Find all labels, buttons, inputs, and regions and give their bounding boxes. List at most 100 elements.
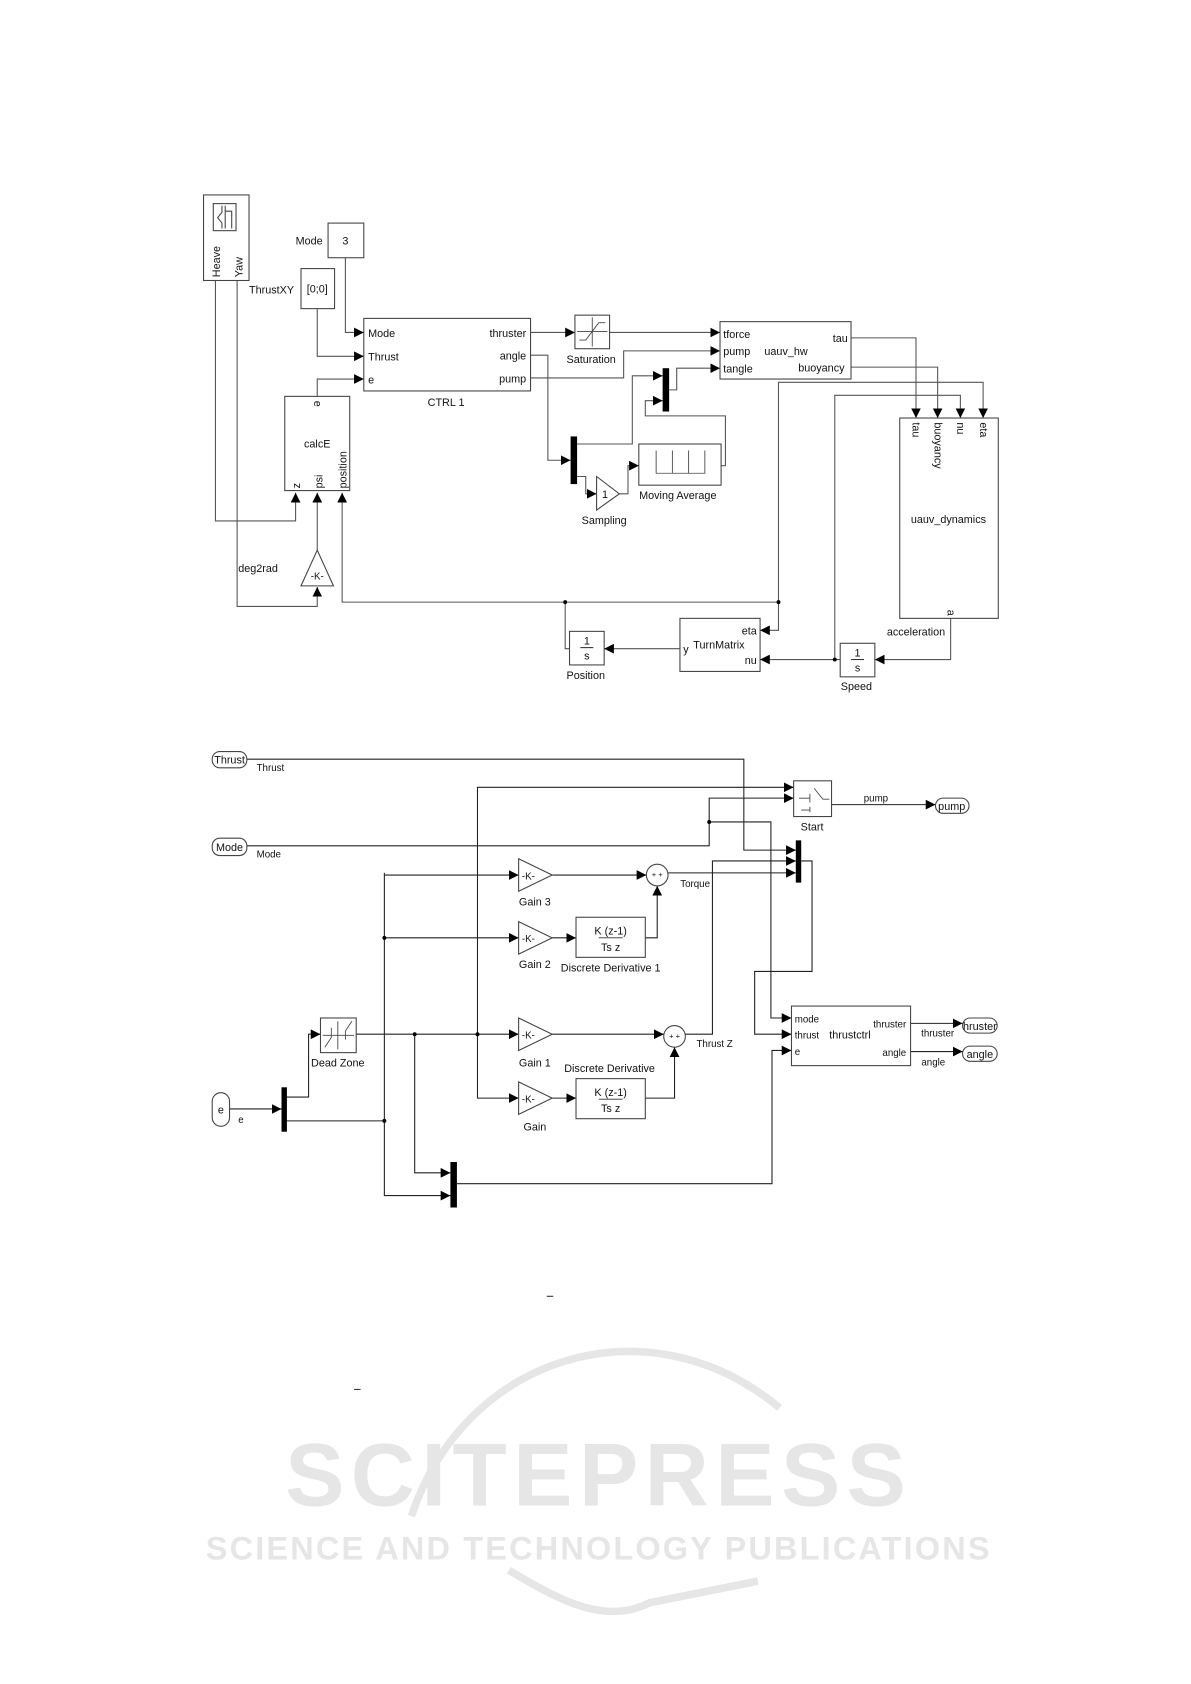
outport-angle[interactable]: angle <box>962 1045 998 1062</box>
switch-icon <box>799 788 830 813</box>
gain1-value: -K- <box>522 1031 535 1042</box>
signal-thrust-label: Thrust <box>257 763 285 774</box>
junction <box>832 657 837 662</box>
port-nu: nu <box>745 655 757 667</box>
thrustctrl-block[interactable]: mode thrust e thrustctrl thruster angle <box>790 1005 912 1067</box>
position-num: 1 <box>584 635 590 647</box>
outport-pump-name: pump <box>938 801 965 813</box>
wire-mode-ctrl <box>709 821 792 1023</box>
wire-ma-in <box>619 460 639 495</box>
position-integrator-block[interactable]: 1 s <box>568 630 605 666</box>
angle-signal-label: angle <box>921 1058 945 1069</box>
gain-block[interactable]: -K- <box>518 1081 554 1116</box>
deg2rad-gain-value: -K- <box>311 571 324 582</box>
mux-block[interactable] <box>662 368 670 412</box>
mode-const-label: Mode <box>296 236 323 248</box>
sampling-gain-block[interactable]: 1 <box>596 475 621 512</box>
port-psi: psi <box>314 475 326 489</box>
uauv-hw-name: uauv_hw <box>764 346 807 358</box>
sampling-gain-value: 1 <box>602 489 608 501</box>
gain-value: -K- <box>522 1094 535 1105</box>
port-z: z <box>291 483 303 488</box>
dd1-label: Discrete Derivative 1 <box>561 962 661 974</box>
wire-tau <box>851 337 921 419</box>
mux-block[interactable] <box>570 436 578 485</box>
wire-sampling-in <box>577 475 597 499</box>
dd1-num: K (z-1) <box>594 926 626 938</box>
inport-e[interactable]: e <box>211 1092 231 1127</box>
port-heave: Heave <box>211 246 223 277</box>
signal-mode-label: Mode <box>257 850 281 861</box>
wire-start-in1 <box>476 782 794 1035</box>
watermark-logo-arc <box>407 1347 782 1518</box>
wire-bus-low <box>383 872 451 1201</box>
ctrl1-block[interactable]: Mode Thrust e thruster angle pump <box>363 317 532 392</box>
thrustxy-const-value: [0;0] <box>307 283 328 295</box>
dd-label: Discrete Derivative <box>564 1063 655 1075</box>
uauv-dynamics-block[interactable]: tau buoyancy nu eta uauv_dynamics a <box>899 417 999 619</box>
port-yaw: Yaw <box>234 257 246 277</box>
gain1-label: Gain 1 <box>519 1058 551 1070</box>
calce-block[interactable]: e calcE z psi position <box>284 395 351 492</box>
gain2-block[interactable]: -K- <box>518 920 554 955</box>
mux-block[interactable] <box>450 1162 457 1208</box>
moving-average-block[interactable] <box>638 443 722 486</box>
signal-builder-icon <box>212 203 237 232</box>
wire-gain-in <box>476 1034 519 1103</box>
mux-block[interactable] <box>795 840 802 883</box>
buffer-icon <box>655 450 706 474</box>
mode-const-value: 3 <box>342 236 348 248</box>
junction <box>475 1032 480 1037</box>
outport-pump[interactable]: pump <box>934 797 970 814</box>
port-tangle: tangle <box>723 364 752 376</box>
watermark-logo-swoosh <box>506 1567 759 1616</box>
wire-bus-high <box>414 1034 451 1178</box>
saturation-icon <box>577 317 608 347</box>
dead-zone-icon <box>322 1020 355 1050</box>
port-a: a <box>944 610 956 617</box>
saturation-label: Saturation <box>567 354 616 366</box>
saturation-block[interactable] <box>574 314 611 350</box>
outport-thruster[interactable]: hruster <box>962 1017 998 1034</box>
sum-thrustz-signs: + + <box>669 1032 681 1041</box>
turnmatrix-block[interactable]: eta nu y TurnMatrix <box>679 617 761 672</box>
port-thrust: Thrust <box>368 352 399 364</box>
gain3-block[interactable]: -K- <box>518 857 554 893</box>
acceleration-signal-label: acceleration <box>887 627 945 639</box>
uauv-dynamics-name: uauv_dynamics <box>911 514 987 526</box>
speed-integrator-block[interactable]: 1 s <box>839 642 876 678</box>
thrustxy-const-label: ThrustXY <box>249 284 294 296</box>
port-pump: pump <box>499 373 526 385</box>
start-switch-label: Start <box>801 822 824 834</box>
port-angle: angle <box>882 1048 906 1059</box>
watermark-subtitle: SCIENCE AND TECHNOLOGY PUBLICATIONS <box>206 1530 992 1566</box>
signal-builder-block[interactable]: Heave Yaw <box>203 194 250 282</box>
discrete-derivative-1-block[interactable]: K (z-1) Ts z <box>575 916 646 958</box>
position-den: s <box>584 651 590 663</box>
port-pump: pump <box>723 346 750 358</box>
demux-block[interactable] <box>281 1087 287 1132</box>
position-label: Position <box>567 670 605 682</box>
sum-torque-block[interactable]: + + <box>645 863 669 887</box>
uauv-hw-block[interactable]: tforce pump tangle uauv_hw tau buoyancy <box>719 321 852 380</box>
inport-thrust[interactable]: Thrust <box>211 751 248 769</box>
start-switch-block[interactable] <box>793 780 833 818</box>
wire-deadzone-in <box>286 1029 321 1098</box>
dead-zone-block[interactable] <box>319 1017 357 1054</box>
sampling-label: Sampling <box>582 515 627 527</box>
outport-thruster-name: hruster <box>963 1021 997 1033</box>
sum-thrustz-block[interactable]: + + <box>663 1025 686 1048</box>
thrustxy-const-block[interactable]: [0;0] <box>300 268 336 310</box>
thrustctrl-name: thrustctrl <box>829 1030 870 1042</box>
dead-zone-label: Dead Zone <box>311 1058 364 1070</box>
gain1-block[interactable]: -K- <box>518 1017 554 1052</box>
discrete-derivative-block[interactable]: K (z-1) Ts z <box>575 1078 646 1120</box>
mode-const-block[interactable]: 3 <box>327 222 365 259</box>
wire-dd-out <box>645 1047 680 1099</box>
watermark-title: SCITEPRESS <box>285 1425 912 1524</box>
dd1-den: Ts z <box>601 942 620 954</box>
inport-mode-name: Mode <box>216 842 243 854</box>
inport-mode[interactable]: Mode <box>211 837 248 857</box>
deg2rad-gain-block[interactable]: -K- <box>300 548 335 587</box>
pump-signal-label: pump <box>864 793 888 804</box>
